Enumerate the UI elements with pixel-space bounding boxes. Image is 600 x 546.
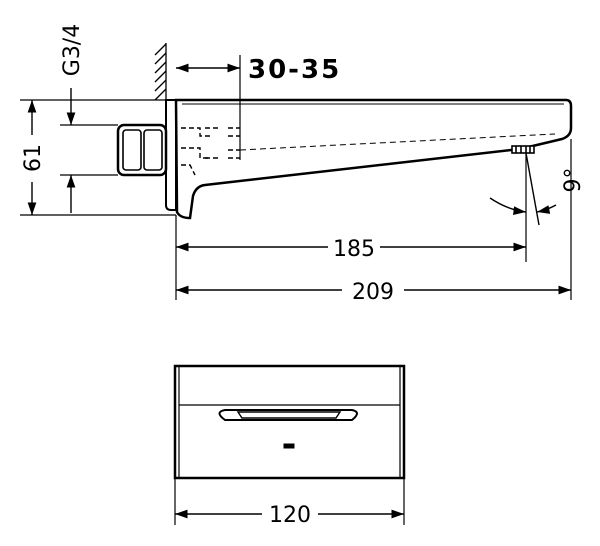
side-view [20,43,573,300]
wall-hatching [154,43,167,101]
label-spout-reach: 185 [333,237,375,262]
spout-body [174,98,573,220]
front-view [173,364,406,525]
label-angle: 9° [561,168,586,193]
label-height: 61 [21,144,46,172]
wall-plate [165,99,177,211]
indicator-mark [283,443,295,449]
hidden-details [181,127,240,176]
outlet-slot [218,409,358,421]
aerator [511,145,535,154]
label-width: 120 [269,503,311,528]
label-total-length: 209 [352,280,394,305]
connection-block [116,123,168,177]
dim-angle [489,152,557,226]
label-thread: G3/4 [60,24,85,76]
label-wall-depth: 30-35 [248,55,341,85]
extension-lines [20,55,572,300]
front-outline [173,364,406,480]
